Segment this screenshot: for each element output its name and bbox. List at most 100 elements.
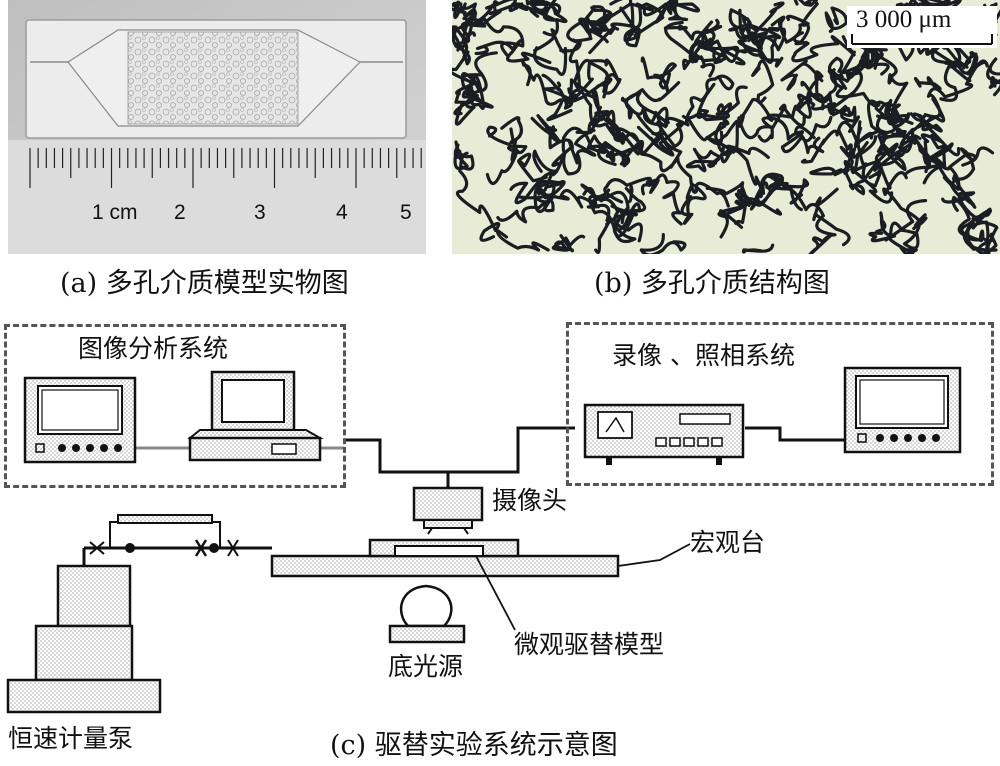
pore-channel	[853, 126, 888, 153]
pore-channel	[551, 234, 586, 253]
pore-channel	[740, 25, 784, 68]
porous-model-photo	[8, 0, 426, 254]
pore-channel	[578, 0, 633, 44]
pore-channel	[680, 182, 707, 225]
pore-channel	[641, 134, 730, 208]
ruler-label-3: 3	[254, 201, 266, 224]
ruler-label-4: 4	[336, 201, 348, 224]
pore-channel	[687, 85, 748, 142]
pore-channel	[824, 6, 848, 33]
scale-bar-label: 3 000 μm	[856, 6, 952, 33]
pore-channel	[461, 51, 498, 99]
pore-channel	[797, 56, 864, 112]
panel-b-micrograph: 3 000 μm	[446, 0, 1000, 259]
pore-channel	[937, 165, 978, 220]
pore-channel	[620, 81, 681, 136]
pore-channel	[858, 44, 890, 76]
pore-channel	[624, 91, 670, 125]
pore-channel	[728, 1, 785, 40]
pore-channel	[474, 39, 552, 65]
ruler-label-2: 2	[174, 201, 186, 224]
cable-analysis-to-camera	[344, 426, 575, 474]
pore-channel	[610, 183, 647, 217]
pore-channel	[649, 173, 683, 226]
pore-channel	[717, 204, 746, 239]
camera-device	[412, 486, 484, 535]
pore-channel	[451, 3, 495, 66]
panel-a-photo: 1 cm 2 3 4 5	[8, 0, 426, 254]
pore-channel	[829, 68, 915, 151]
pore-channel	[509, 152, 548, 205]
pore-channel	[913, 76, 942, 91]
pore-channel	[495, 228, 550, 252]
pore-channel	[561, 126, 584, 176]
setup-schematic	[6, 366, 962, 714]
pore-channel	[843, 142, 899, 196]
pore-channel	[908, 112, 943, 134]
pore-channel	[780, 115, 833, 154]
caption-c: (c) 驱替实验系统示意图	[330, 730, 618, 761]
pore-channel	[486, 116, 523, 162]
pore-channel	[926, 51, 989, 119]
cable-recorder-to-monitor	[745, 426, 845, 442]
analysis-computer	[187, 370, 324, 462]
pore-channel	[485, 0, 529, 16]
pore-channel	[587, 111, 644, 156]
pore-channel	[454, 73, 482, 106]
pore-channel	[912, 134, 954, 185]
pore-channel	[455, 169, 501, 242]
pore-channel	[447, 41, 484, 84]
pore-channel	[532, 149, 565, 196]
pore-channel	[725, 144, 780, 195]
label-image-analysis-system: 图像分析系统	[78, 334, 229, 363]
ruler-label-5: 5	[400, 201, 412, 224]
pore-channel	[986, 57, 1000, 97]
pore-channel	[734, 181, 769, 225]
pore-channel	[909, 97, 961, 157]
pore-channel	[551, 128, 597, 168]
pore-channel	[739, 95, 813, 122]
pore-channel	[461, 8, 502, 45]
label-micro-model: 微观驱替模型	[514, 630, 665, 659]
pore-channel	[876, 98, 907, 134]
label-recording-system: 录像 、照相系统	[612, 341, 795, 370]
pore-channel	[875, 199, 928, 242]
pore-channel	[872, 46, 909, 122]
pore-channel	[850, 135, 894, 204]
pore-channel	[951, 146, 995, 181]
pore-channel	[639, 233, 687, 257]
pore-channel	[543, 77, 613, 116]
pore-channel	[882, 171, 928, 231]
label-macro-stage: 宏观台	[690, 528, 766, 557]
caption-b: (b) 多孔介质结构图	[594, 268, 830, 299]
pore-channel	[663, 24, 716, 78]
pore-channel	[708, 39, 746, 66]
pore-channel	[805, 70, 853, 118]
caption-a: (a) 多孔介质模型实物图	[60, 268, 349, 299]
recording-monitor	[843, 366, 962, 454]
recording-group-box	[566, 322, 994, 486]
pore-channel	[587, 122, 640, 163]
pore-channel	[517, 0, 558, 22]
pore-structure-image	[446, 0, 1000, 259]
pore-channel	[800, 120, 874, 164]
pore-channel	[462, 2, 525, 57]
pore-channel	[636, 125, 683, 169]
pore-channel	[780, 59, 824, 91]
video-recorder	[583, 403, 745, 465]
pore-channel	[787, 187, 837, 257]
pore-channel	[875, 101, 911, 135]
pore-channel	[785, 0, 819, 27]
pore-channel	[610, 2, 647, 31]
pore-channel	[612, 208, 635, 238]
pore-channel	[688, 20, 723, 64]
label-pump: 恒速计量泵	[8, 724, 134, 753]
pore-channel	[605, 109, 643, 147]
label-camera: 摄像头	[492, 486, 568, 515]
pore-channel	[966, 220, 998, 252]
inlet-tubing	[82, 514, 272, 566]
image-analysis-group-box	[4, 324, 346, 488]
pore-channel	[485, 127, 528, 185]
bottom-light-source	[388, 584, 466, 644]
pore-channel	[496, 180, 566, 224]
